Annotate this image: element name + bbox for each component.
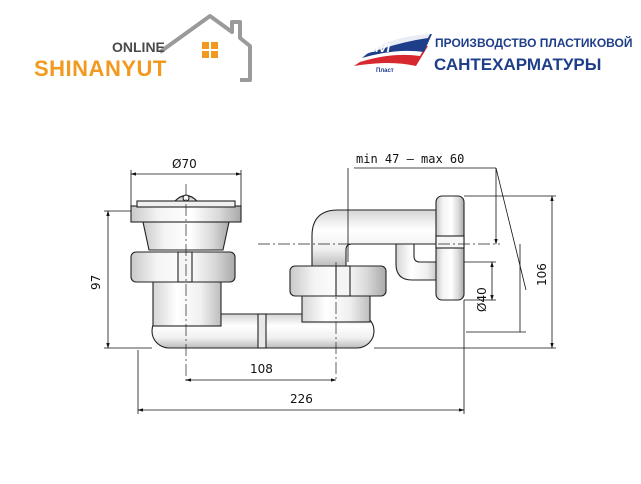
dim-pipe-diameter: Ø40: [475, 287, 489, 312]
outlet-coupling: [435, 195, 465, 301]
house-outline-icon: [158, 14, 252, 82]
dim-adjust-range: min 47 – max 60: [356, 152, 464, 166]
dim-outlet-diameter: Ø70: [172, 157, 197, 171]
dimension-lines: Ø70 97 108 226 min 47 – max 60 Ø40 106: [89, 152, 556, 414]
outlet-elbow: [311, 209, 441, 267]
siphon-drawing: [130, 184, 500, 382]
dim-center-span: 108: [250, 362, 273, 376]
logo-brand-text: SHINANYUT: [34, 56, 167, 81]
emblem-caption: Пласт: [376, 68, 394, 74]
logo-online-text: ONLINE: [112, 39, 165, 55]
pipe-coupling: [257, 313, 267, 349]
company-title: САНТЕХАРМАТУРЫ: [434, 55, 601, 74]
company-logo: LIVI Пласт ПРОИЗВОДСТВО ПЛАСТИКОВОЙ САНТ…: [354, 30, 633, 74]
dim-right-height: 106: [535, 263, 549, 286]
dim-total-span: 226: [290, 392, 313, 406]
left-nut: [130, 251, 236, 283]
right-nut: [289, 265, 387, 297]
company-tagline: ПРОИЗВОДСТВО ПЛАСТИКОВОЙ: [435, 35, 633, 50]
window-icon: [202, 42, 218, 58]
shinanyut-logo: ONLINE SHINANYUT: [34, 14, 252, 82]
dim-height: 97: [89, 275, 103, 290]
svg-text:LIVI: LIVI: [368, 41, 391, 55]
company-emblem-icon: LIVI Пласт: [354, 30, 432, 74]
